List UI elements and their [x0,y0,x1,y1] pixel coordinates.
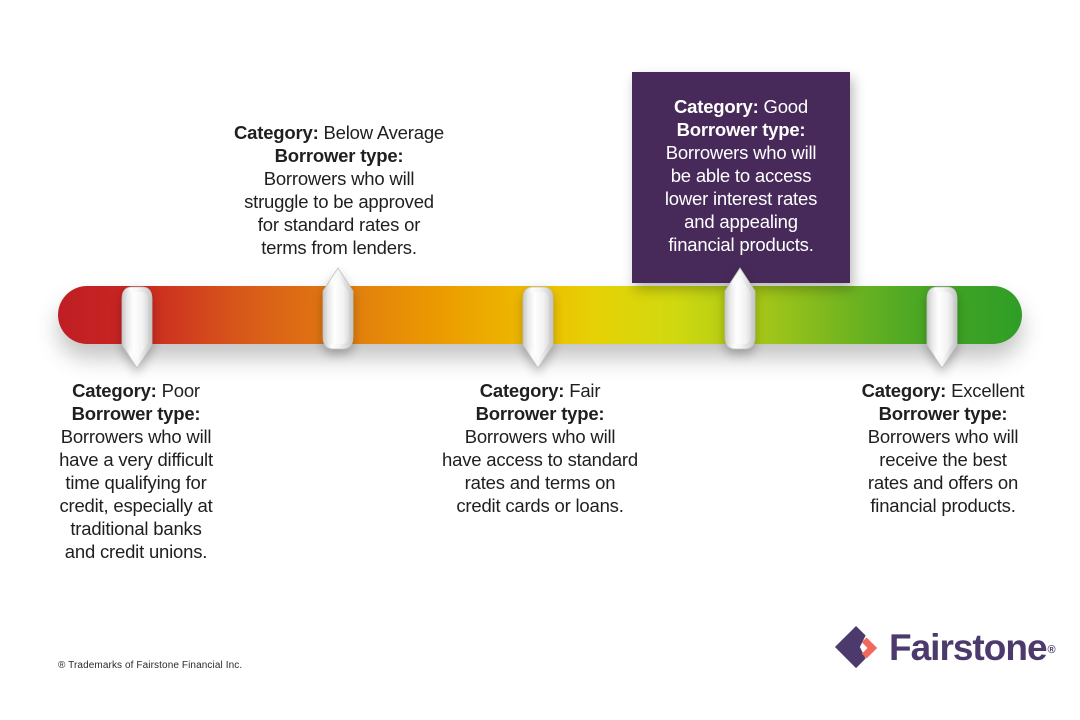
description-line: be able to access [670,165,812,186]
registered-mark: ® [1047,644,1056,656]
category-label: Category: [861,380,947,401]
category-value: Poor [161,380,200,401]
category-label: Category: [72,380,157,401]
description-line: for standard rates or [257,214,421,235]
description-line: Borrowers who will [60,426,212,447]
description-line: time qualifying for [65,472,207,493]
category-card-below-average: Category: Below Average Borrower type: B… [209,121,469,259]
description-line: have a very difficult [59,449,213,470]
gauge-marker-good [724,267,756,350]
description-line: Borrowers who will [464,426,616,447]
gauge-marker-poor [121,286,153,369]
category-line: Category: Good [632,95,850,118]
description-line: financial products. [668,234,814,255]
description-line: have access to standard [442,449,638,470]
borrower-type-label: Borrower type: [878,403,1008,424]
category-line: Category: Excellent [813,379,1073,402]
description-line: and appealing [684,211,798,232]
borrower-type-label: Borrower type: [71,403,201,424]
category-value: Fair [569,380,601,401]
description-line: and credit unions. [64,541,208,562]
description-line: Borrowers who will [867,426,1019,447]
gauge-marker-excellent [926,286,958,369]
borrower-type-label: Borrower type: [676,119,806,140]
borrower-type-label: Borrower type: [274,145,404,166]
description-line: credit, especially at [59,495,213,516]
logo-chevron-shape [861,637,878,659]
fairstone-wordmark: Fairstone® [889,627,1056,668]
description-line: Borrowers who will [665,142,817,163]
description-line: receive the best [879,449,1007,470]
description-line: financial products. [870,495,1016,516]
category-card-fair: Category: Fair Borrower type: Borrowers … [410,379,670,517]
description-line: terms from lenders. [261,237,417,258]
description-line: rates and terms on [464,472,616,493]
category-value: Good [763,96,809,117]
category-card-poor: Category: Poor Borrower type: Borrowers … [6,379,266,563]
category-line: Category: Fair [410,379,670,402]
gauge-marker-below-average [322,267,354,350]
fairstone-logo-icon [834,625,878,669]
fairstone-logo: Fairstone® [834,624,1056,672]
category-value: Below Average [323,122,445,143]
category-card-excellent: Category: Excellent Borrower type: Borro… [813,379,1073,517]
trademark-note: ® Trademarks of Fairstone Financial Inc. [58,660,243,671]
category-label: Category: [234,122,319,143]
description-line: lower interest rates [664,188,818,209]
borrower-type-label: Borrower type: [475,403,605,424]
category-value: Excellent [951,380,1025,401]
category-line: Category: Poor [6,379,266,402]
gauge-marker-fair [522,286,554,369]
category-label: Category: [674,96,759,117]
category-line: Category: Below Average [209,121,469,144]
category-label: Category: [479,380,565,401]
description-line: rates and offers on [867,472,1019,493]
description-line: Borrowers who will [263,168,415,189]
logo-diamond-shape [834,625,866,669]
description-line: struggle to be approved [244,191,434,212]
description-line: traditional banks [70,518,202,539]
category-card-good: Category: Good Borrower type: Borrowers … [632,72,850,283]
description-line: credit cards or loans. [456,495,624,516]
